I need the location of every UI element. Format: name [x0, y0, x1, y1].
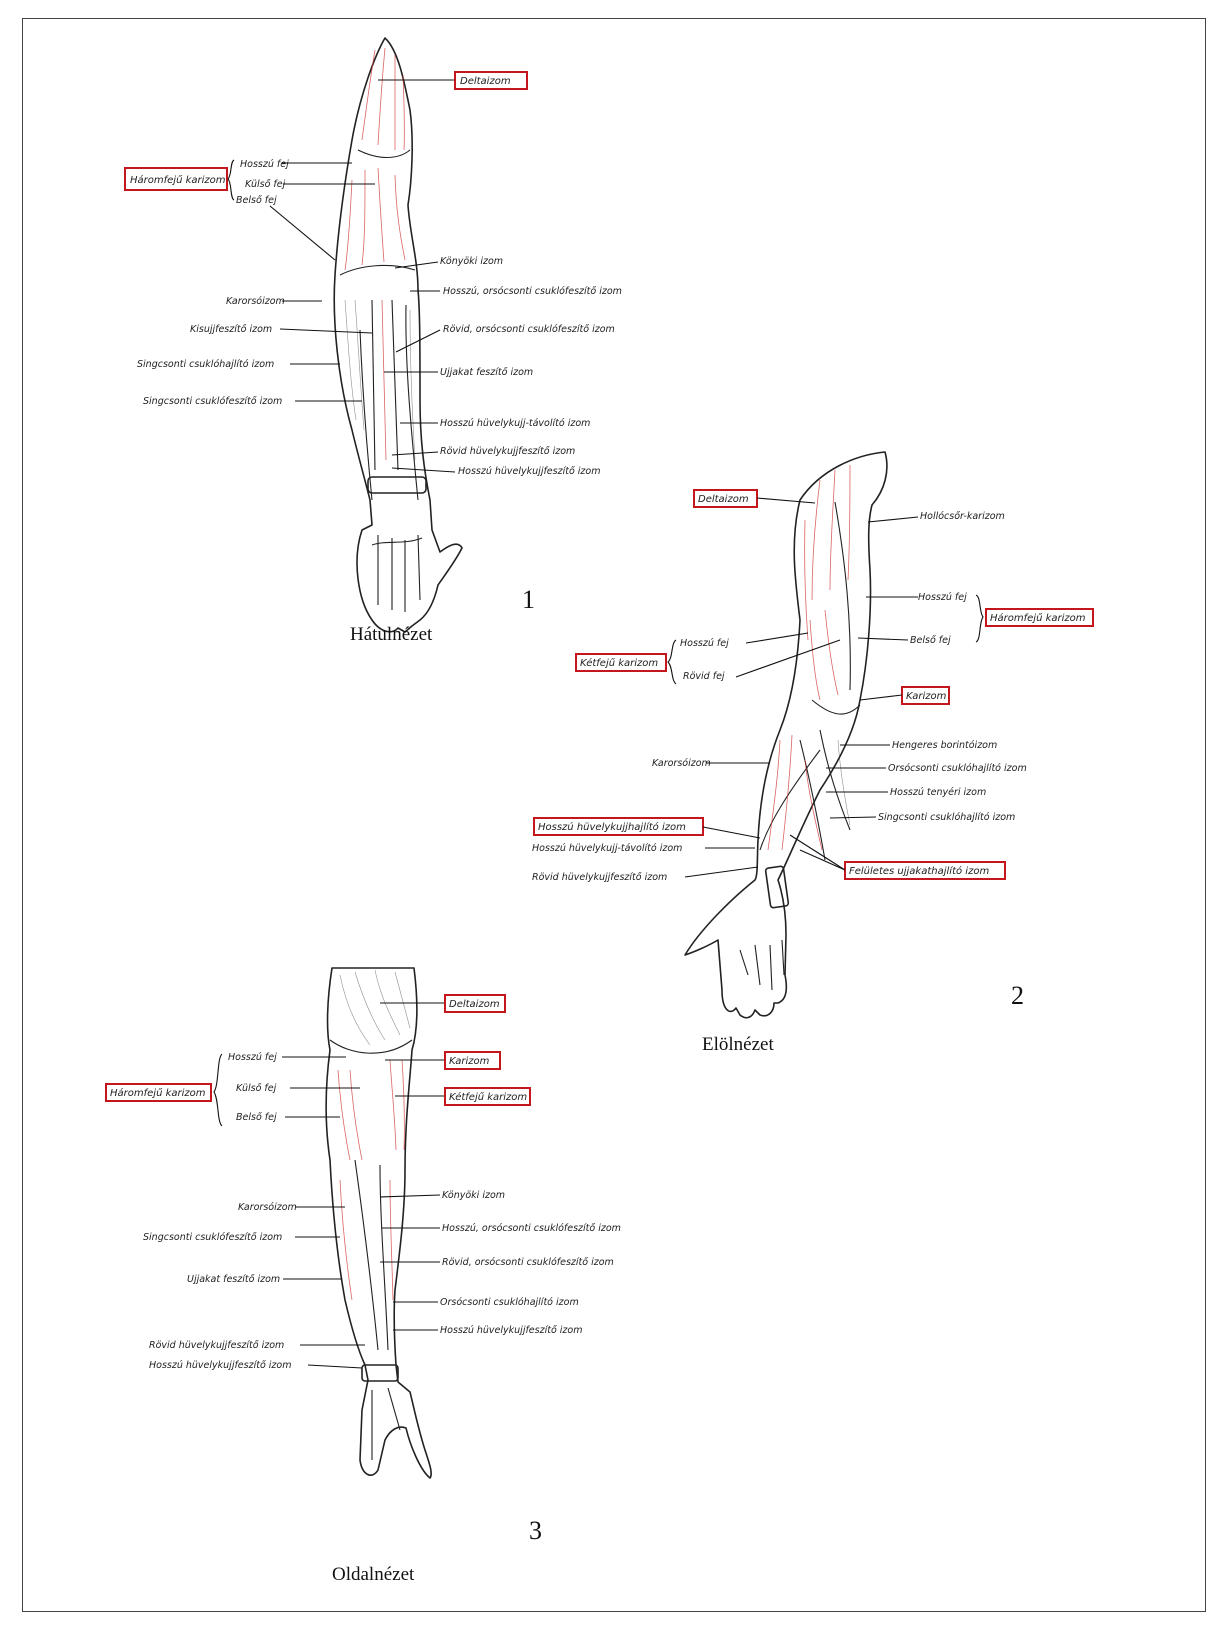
svg-text:Hosszú, orsócsonti csuklófeszí: Hosszú, orsócsonti csuklófeszítő izom: [442, 1223, 621, 1234]
svg-text:Hosszú, orsócsonti csuklófeszí: Hosszú, orsócsonti csuklófeszítő izom: [443, 286, 622, 297]
svg-text:Karorsóizom: Karorsóizom: [226, 296, 285, 307]
fig1-deltoid-label: Deltaizom: [378, 72, 527, 89]
fig2-brachialis-label: Karizom: [860, 687, 949, 704]
fig2-number: 2: [1011, 981, 1024, 1010]
svg-text:Külső fej: Külső fej: [245, 179, 286, 190]
svg-text:Hosszú hüvelykujjfeszítő izom: Hosszú hüvelykujjfeszítő izom: [440, 1325, 582, 1336]
svg-text:Rövid hüvelykujjfeszítő izom: Rövid hüvelykujjfeszítő izom: [532, 872, 667, 883]
arm-rear-outline: [334, 38, 462, 632]
svg-text:Ujjakat feszítő izom: Ujjakat feszítő izom: [440, 367, 533, 378]
svg-text:Hosszú hüvelykujj-távolító izo: Hosszú hüvelykujj-távolító izom: [440, 418, 590, 429]
svg-text:Orsócsonti csuklóhajlító izom: Orsócsonti csuklóhajlító izom: [440, 1297, 579, 1308]
svg-text:Hosszú fej: Hosszú fej: [918, 592, 967, 603]
svg-text:Hosszú fej: Hosszú fej: [228, 1052, 277, 1063]
arm-side-outline: [326, 968, 431, 1478]
svg-text:Rövid, orsócsonti csuklófeszít: Rövid, orsócsonti csuklófeszítő izom: [443, 324, 615, 335]
svg-text:Singcsonti csuklófeszítő izom: Singcsonti csuklófeszítő izom: [143, 1232, 282, 1243]
svg-text:Hosszú hüvelykujjhajlító izom: Hosszú hüvelykujjhajlító izom: [538, 821, 686, 833]
fig3-caption: Oldalnézet: [332, 1564, 415, 1585]
svg-text:Kétfejű karizom: Kétfejű karizom: [580, 657, 658, 669]
svg-text:Orsócsonti csuklóhajlító izom: Orsócsonti csuklóhajlító izom: [888, 763, 1027, 774]
svg-text:Hollócsőr-karizom: Hollócsőr-karizom: [920, 511, 1005, 522]
arm-front-view: [685, 452, 887, 1018]
fig2-deltoid-label: Deltaizom: [694, 490, 815, 507]
fig1-caption: Hátulnézet: [350, 624, 433, 645]
svg-text:Deltaizom: Deltaizom: [460, 76, 511, 87]
fig3-triceps-label: Háromfejű karizom Hosszú fej Külső fej B…: [106, 1052, 360, 1126]
svg-text:Karorsóizom: Karorsóizom: [652, 758, 711, 769]
fig2-biceps-label: Kétfejű karizom Hosszú fej Rövid fej: [576, 633, 840, 684]
svg-text:Karizom: Karizom: [449, 1056, 490, 1067]
fig2-right-labels: Hengeres borintóizom Orsócsonti csuklóha…: [826, 740, 1027, 823]
svg-text:Belső fej: Belső fej: [236, 195, 277, 206]
arm-rear-view: [334, 38, 462, 632]
svg-text:Deltaizom: Deltaizom: [698, 494, 749, 505]
fig2-caption: Elölnézet: [702, 1034, 774, 1055]
svg-text:Kisujjfeszítő izom: Kisujjfeszítő izom: [190, 324, 272, 335]
svg-text:Singcsonti csuklóhajlító izom: Singcsonti csuklóhajlító izom: [137, 359, 274, 370]
svg-text:Felületes ujjakathajlító izom: Felületes ujjakathajlító izom: [849, 865, 989, 877]
svg-text:Könyöki izom: Könyöki izom: [440, 256, 503, 267]
svg-text:Hosszú hüvelykujjfeszítő izom: Hosszú hüvelykujjfeszítő izom: [458, 466, 600, 477]
svg-text:Karizom: Karizom: [906, 691, 947, 702]
svg-text:Hosszú fej: Hosszú fej: [240, 159, 289, 170]
svg-text:Ujjakat feszítő izom: Ujjakat feszítő izom: [187, 1274, 280, 1285]
svg-text:Rövid fej: Rövid fej: [683, 671, 725, 682]
fig3-number: 3: [529, 1516, 542, 1545]
fig3-right-labels: Könyöki izom Hosszú, orsócsonti csuklófe…: [380, 1190, 621, 1336]
svg-text:Hosszú hüvelykujj-távolító izo: Hosszú hüvelykujj-távolító izom: [532, 843, 682, 854]
svg-text:Deltaizom: Deltaizom: [449, 999, 500, 1010]
svg-text:Hengeres borintóizom: Hengeres borintóizom: [892, 740, 997, 751]
svg-text:Könyöki izom: Könyöki izom: [442, 1190, 505, 1201]
svg-text:Külső fej: Külső fej: [236, 1083, 277, 1094]
fig2-triceps-label: Hosszú fej Belső fej Háromfejű karizom: [858, 592, 1093, 646]
svg-text:Háromfejű karizom: Háromfejű karizom: [990, 612, 1086, 624]
rear-fibers: [345, 48, 415, 460]
svg-text:Hosszú hüvelykujjfeszítő izom: Hosszú hüvelykujjfeszítő izom: [149, 1360, 291, 1371]
svg-text:Belső fej: Belső fej: [910, 635, 951, 646]
svg-text:Hosszú tenyéri izom: Hosszú tenyéri izom: [890, 787, 986, 798]
fig3-left-labels: Karorsóizom Singcsonti csuklófeszítő izo…: [143, 1202, 365, 1371]
svg-text:Belső fej: Belső fej: [236, 1112, 277, 1123]
fig3-deltoid-label: Deltaizom: [380, 995, 505, 1012]
svg-text:Hosszú fej: Hosszú fej: [680, 638, 729, 649]
svg-text:Rövid hüvelykujjfeszítő izom: Rövid hüvelykujjfeszítő izom: [149, 1340, 284, 1351]
svg-text:Singcsonti csuklófeszítő izom: Singcsonti csuklófeszítő izom: [143, 396, 282, 407]
svg-text:Karorsóizom: Karorsóizom: [238, 1202, 297, 1213]
fig2-coracobrachialis-label: Hollócsőr-karizom: [868, 511, 1005, 522]
svg-text:Rövid, orsócsonti csuklófeszít: Rövid, orsócsonti csuklófeszítő izom: [442, 1257, 614, 1268]
svg-text:Kétfejű karizom: Kétfejű karizom: [449, 1091, 527, 1103]
fig1-number: 1: [522, 585, 535, 614]
svg-text:Háromfejű karizom: Háromfejű karizom: [110, 1087, 206, 1099]
svg-text:Rövid hüvelykujjfeszítő izom: Rövid hüvelykujjfeszítő izom: [440, 446, 575, 457]
svg-text:Singcsonti csuklóhajlító izom: Singcsonti csuklóhajlító izom: [878, 812, 1015, 823]
svg-text:Háromfejű karizom: Háromfejű karizom: [130, 174, 226, 186]
fig3-boxed-right-labels: Karizom Kétfejű karizom: [385, 1052, 530, 1105]
arm-front-outline: [685, 452, 887, 1018]
arm-side-view: [326, 968, 431, 1478]
